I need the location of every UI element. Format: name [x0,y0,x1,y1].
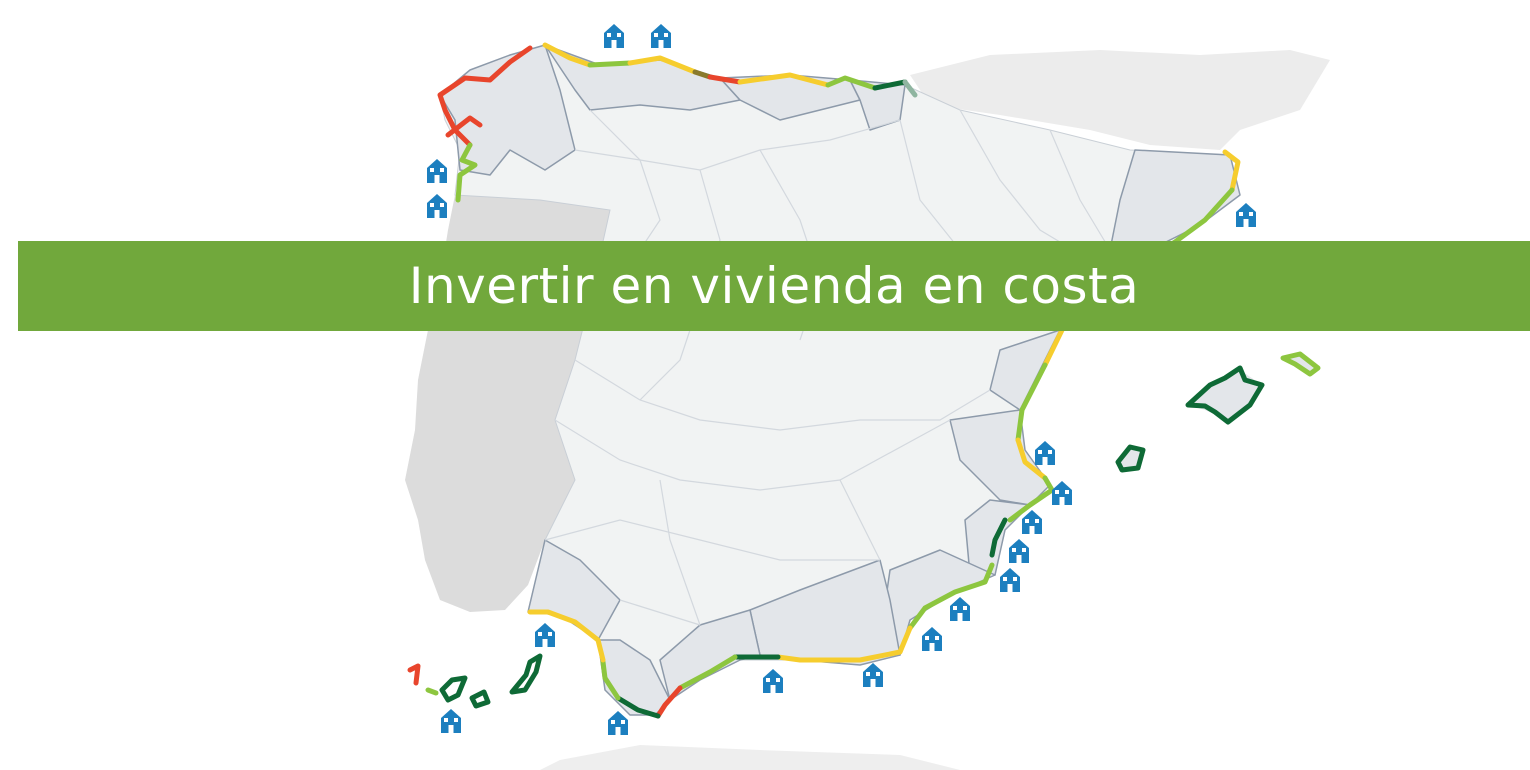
house-icon [427,159,447,183]
house-icon [863,663,883,687]
house-icon [950,597,970,621]
house-icon [763,669,783,693]
africa-shape [540,745,960,770]
house-icon [604,24,624,48]
house-icon [427,194,447,218]
house-icon [441,709,461,733]
coastal-provinces [439,44,1241,716]
house-icon [1236,203,1256,227]
coast-lines [437,42,1241,719]
house-icon [1052,481,1072,505]
title-banner: Invertir en vivienda en costa [18,241,1530,331]
house-icon [1000,568,1020,592]
banner-title: Invertir en vivienda en costa [408,257,1140,315]
house-icon [1022,510,1042,534]
house-icon [1035,441,1055,465]
island-outlines [407,351,1321,709]
france-shape [910,50,1330,150]
house-icon [608,711,628,735]
house-icon [651,24,671,48]
house-icon [535,623,555,647]
house-icon [1009,539,1029,563]
house-icon [922,627,942,651]
